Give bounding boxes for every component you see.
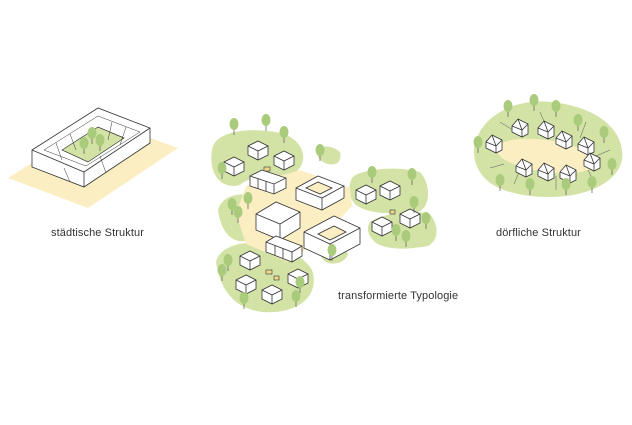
transformed-typology-label: transformierte Typologie xyxy=(338,290,459,302)
village-structure-label: dörfliche Struktur xyxy=(496,227,581,239)
village-structure xyxy=(473,93,623,198)
urban-structure-label: städtische Struktur xyxy=(51,227,144,239)
urban-structure xyxy=(8,107,178,208)
transformed-typology xyxy=(211,113,437,313)
